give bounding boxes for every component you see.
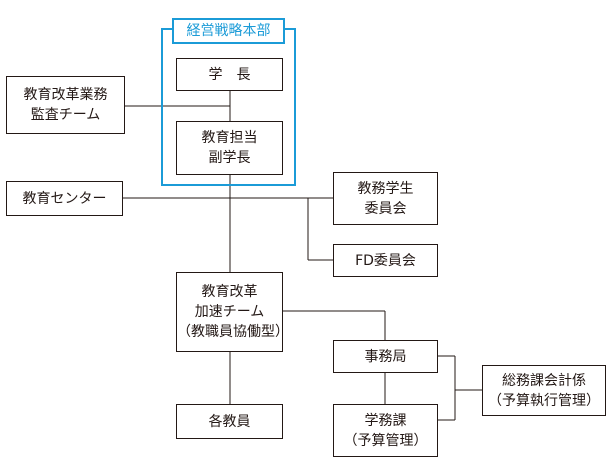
node-president: 学 長 [176, 58, 283, 91]
node-acceleration-team: 教育改革 加速チーム （教職員協働型） [176, 272, 289, 352]
node-vice-president: 教育担当 副学長 [176, 121, 283, 175]
headquarters-label: 経営戦略本部 [172, 18, 285, 44]
node-academic-committee: 教務学生 委員会 [333, 172, 438, 225]
node-general-affairs: 総務課会計係 （予算執行管理） [482, 365, 606, 416]
node-education-center: 教育センター [6, 181, 123, 216]
node-academic-affairs: 学務課 （予算管理） [333, 404, 438, 457]
node-fd-committee: FD委員会 [333, 244, 438, 277]
node-audit-team: 教育改革業務 監査チーム [6, 76, 125, 134]
node-faculty: 各教員 [176, 404, 283, 439]
node-secretariat: 事務局 [333, 340, 438, 373]
